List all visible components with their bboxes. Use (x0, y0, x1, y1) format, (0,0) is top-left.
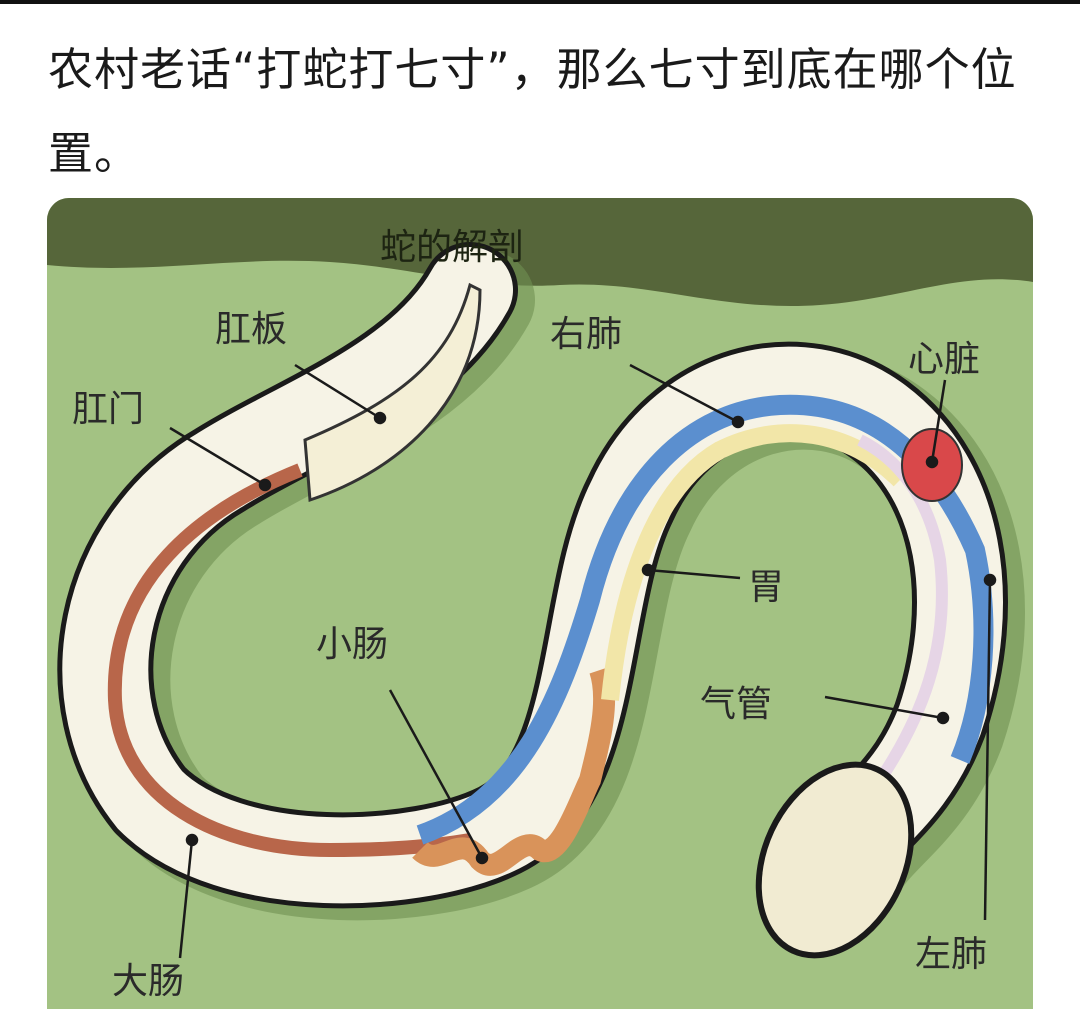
label-heart: 心脏 (908, 339, 981, 380)
header-band (47, 198, 1033, 307)
snake-body (62, 247, 1003, 904)
label-stomach: 胃 (748, 567, 785, 608)
leader-anus (169, 426, 266, 487)
leader-stomach (647, 568, 741, 580)
leader-heart (930, 379, 947, 463)
label-trachea: 气管 (700, 684, 773, 725)
stomach-shape (601, 424, 907, 701)
small-intestine-shape (412, 666, 616, 876)
leader-trachea (824, 695, 944, 720)
trachea-shape (857, 434, 948, 784)
label-anal-plate: 肛板 (215, 309, 288, 350)
leader-small-intestine (388, 689, 484, 859)
leader-large-intestine (178, 839, 194, 959)
tail (303, 282, 482, 503)
post-title: 农村老话“打蛇打七寸”，那么七寸到底在哪个位置。 (48, 43, 1017, 180)
large-intestine-shape (107, 463, 472, 858)
label-left-lung: 左肺 (915, 934, 988, 975)
snake-head (755, 761, 915, 959)
leader-left-lung (983, 579, 992, 921)
leader-right-lung (629, 363, 739, 424)
label-small-intestine: 小肠 (316, 624, 389, 665)
top-bar (0, 0, 1080, 4)
label-anus: 肛门 (72, 389, 145, 430)
label-large-intestine: 大肠 (112, 961, 185, 1002)
diagram-heading: 蛇的解剖 (380, 227, 525, 268)
leader-anal-plate (294, 363, 381, 420)
lung-shape (416, 394, 994, 845)
label-right-lung: 右肺 (550, 314, 623, 355)
